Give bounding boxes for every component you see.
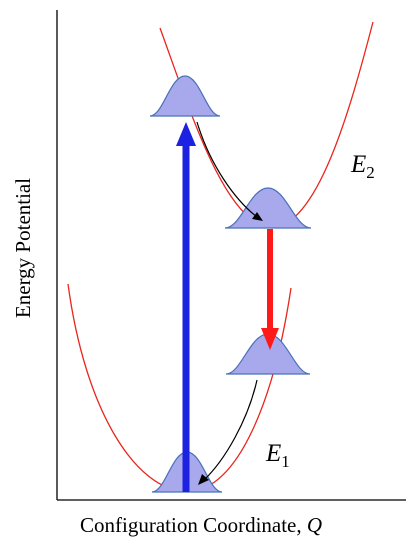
x-axis-label-text: Configuration Coordinate, [80, 513, 307, 537]
x-axis-label: Configuration Coordinate, Q [80, 513, 322, 537]
emission-arrow-head [261, 328, 279, 350]
excited-relaxation-arrow [196, 121, 258, 218]
absorption-arrow [176, 122, 196, 492]
wavepacket-excited-relaxed [224, 187, 312, 229]
excited-relaxation-arrow-head [252, 212, 263, 221]
ground-relaxation-arrow [203, 379, 258, 481]
ground-relaxation-arrow-head [198, 474, 209, 485]
x-axis-label-variable: Q [307, 513, 322, 537]
emission-arrow [261, 229, 279, 350]
excited-state-label: E2 [350, 151, 375, 182]
absorption-arrow-head [176, 122, 196, 146]
wavepackets [149, 75, 312, 493]
ground-state-label: E1 [265, 440, 290, 471]
wavepacket-excited-franck-condon [149, 75, 221, 117]
relaxation-arrows [196, 121, 263, 485]
potential-curves [67, 21, 374, 493]
y-axis-label: Energy Potential [11, 178, 35, 318]
axes [56, 10, 406, 501]
